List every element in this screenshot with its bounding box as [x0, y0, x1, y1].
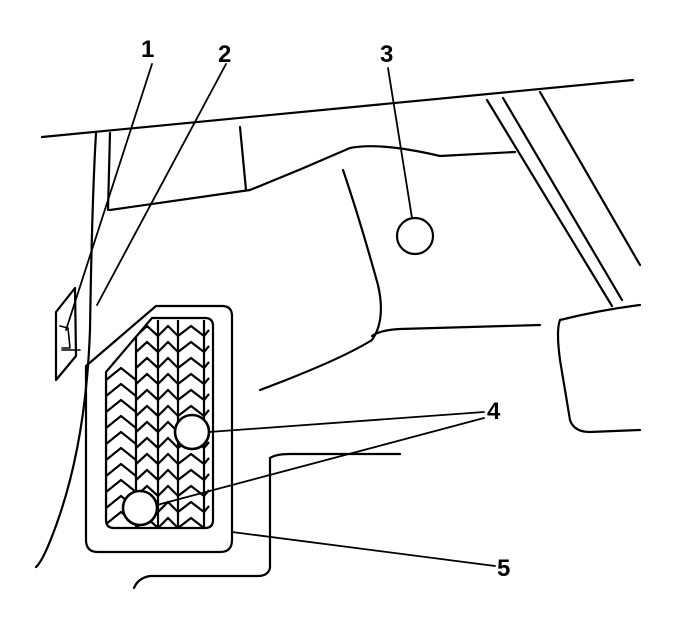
callout-5: 5: [497, 555, 510, 582]
leader-lines: [65, 63, 496, 567]
callout-1: 1: [141, 36, 154, 63]
pad-hatching: [106, 320, 210, 528]
callout-4: 4: [487, 398, 501, 425]
floor-outline: [34, 78, 642, 590]
hole-3: [395, 216, 435, 256]
hole-4a: [173, 413, 211, 451]
callout-2: 2: [218, 41, 231, 68]
carpet-pad-5: [84, 304, 234, 554]
callout-3: 3: [380, 41, 393, 68]
hole-4b: [121, 489, 159, 527]
bracket-1: [54, 286, 81, 382]
